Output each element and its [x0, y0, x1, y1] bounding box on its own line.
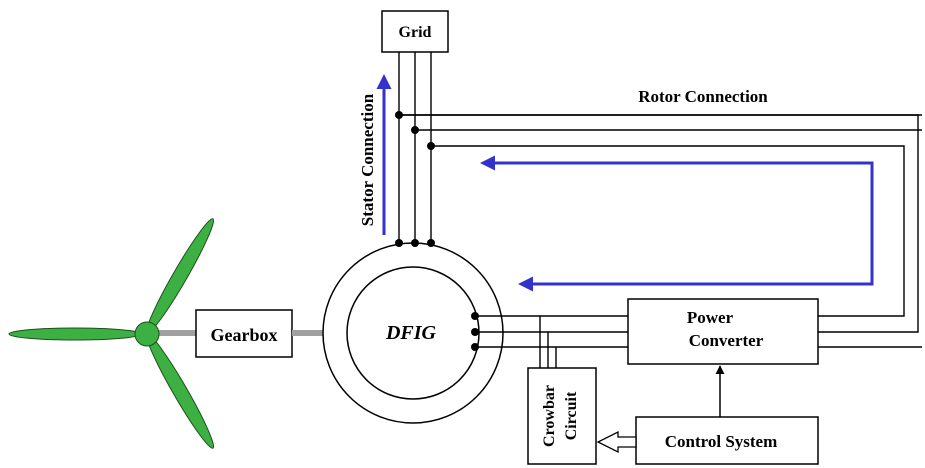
- control-system-label: Control System: [665, 432, 778, 451]
- rotor-circle: [346, 266, 480, 400]
- crowbar-circuit: Crowbar Circuit: [527, 367, 597, 465]
- rotor-connection-label: Rotor Connection: [638, 87, 768, 106]
- control-to-crowbar-arrow: [596, 430, 637, 454]
- dfig-label: DFIG: [385, 322, 437, 344]
- rotor-connection-lines: [399, 114, 922, 348]
- power-converter-line2: Converter: [689, 331, 764, 350]
- crowbar-line1: Crowbar: [541, 385, 558, 447]
- junction-dots: [395, 111, 435, 247]
- rotor-flow-arrow: [480, 155, 874, 292]
- grid-label: Grid: [399, 24, 432, 41]
- dfig-generator: DFIG: [322, 242, 504, 424]
- grid-box: Grid: [381, 10, 449, 53]
- gearbox-label: Gearbox: [211, 325, 278, 345]
- control-system: Control System: [635, 416, 819, 465]
- crowbar-line2: Circuit: [563, 391, 580, 440]
- crowbar-taps: [539, 316, 557, 368]
- turbine-blade-left: [8, 327, 142, 341]
- turbine-hub: [134, 321, 160, 347]
- stator-connection-label: Stator Connection: [358, 93, 377, 226]
- rotor-output-lines: [471, 312, 628, 351]
- power-converter: Power Converter: [627, 298, 819, 365]
- gearbox: Gearbox: [195, 309, 293, 358]
- wind-turbine: [8, 218, 215, 449]
- stator-lines: [398, 52, 432, 243]
- power-converter-line1: Power: [687, 308, 734, 327]
